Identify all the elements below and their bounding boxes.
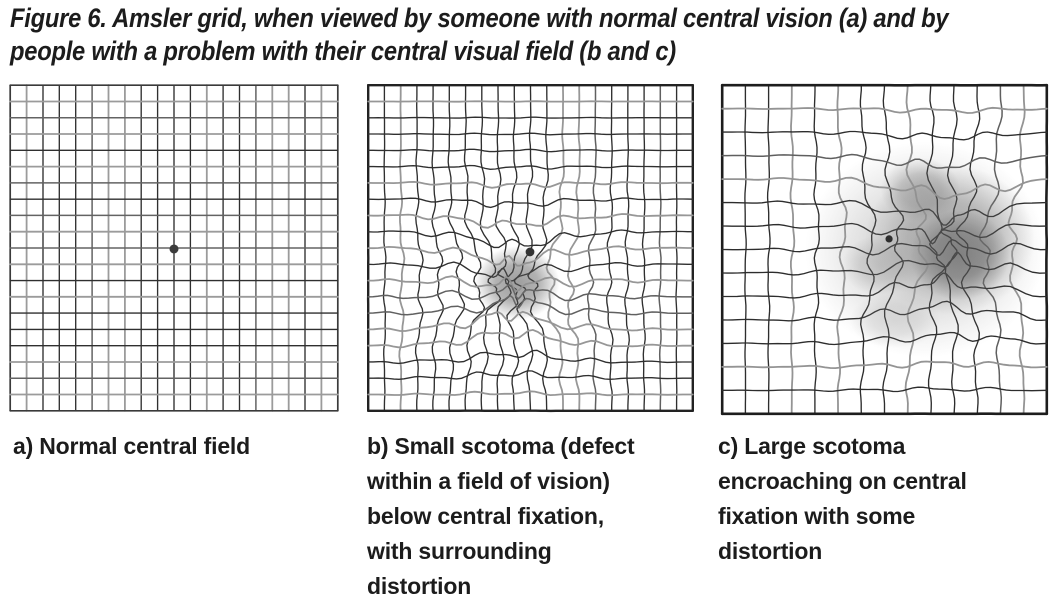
figure-title: Figure 6. Amsler grid, when viewed by so… — [10, 3, 949, 66]
panel-caption-a: a) Normal central field — [13, 433, 250, 459]
scotoma-haze-over — [805, 141, 1046, 358]
panel-caption-c: c) Large scotoma encroaching on central … — [718, 433, 967, 564]
fixation-dot — [885, 235, 893, 243]
amsler-grid-svg-a — [9, 84, 339, 412]
fixation-dot — [525, 247, 535, 257]
fixation-dot — [169, 244, 179, 254]
amsler-grid-panel-a — [9, 84, 339, 412]
amsler-grid-svg-b — [366, 84, 694, 413]
amsler-grid-svg-c — [720, 83, 1049, 416]
scotoma-haze-over — [474, 246, 560, 320]
panel-caption-b: b) Small scotoma (defect within a field … — [367, 433, 635, 599]
grid-lines — [366, 84, 694, 413]
amsler-grid-panel-b — [366, 84, 694, 413]
amsler-grid-panel-c — [720, 83, 1049, 416]
grid-lines — [9, 84, 339, 412]
